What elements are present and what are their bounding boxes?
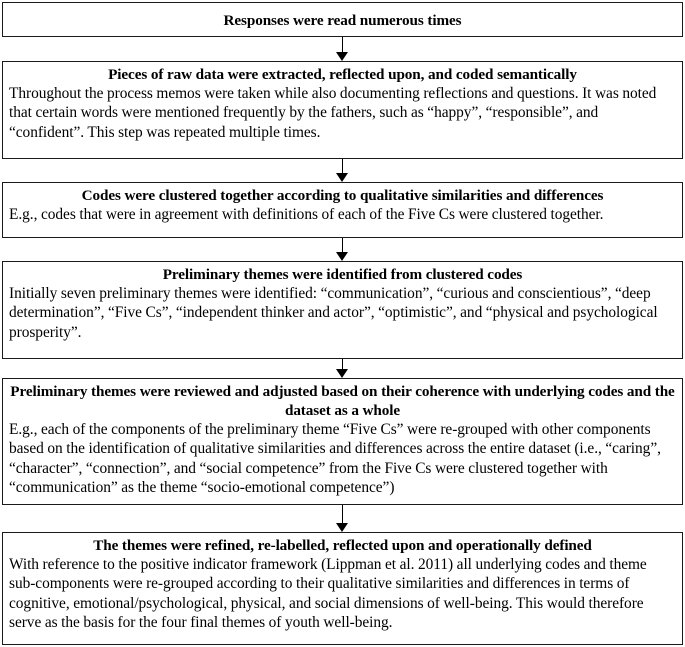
step-2-body: Throughout the process memos were taken … [9, 85, 657, 141]
arrow-shaft [342, 159, 343, 173]
down-arrow-icon-5 [335, 505, 350, 532]
flowchart-step-5: Preliminary themes were reviewed and adj… [2, 378, 683, 505]
flowchart-step-4: Preliminary themes were identified from … [2, 261, 683, 359]
arrow-head [336, 369, 348, 378]
step-3-heading: Codes were clustered together according … [81, 187, 604, 204]
arrow-shaft [342, 359, 343, 369]
step-4-body: Initially seven preliminary themes were … [9, 285, 658, 341]
arrow-head [336, 173, 348, 182]
arrow-shaft [342, 505, 343, 523]
flowchart-step-2: Pieces of raw data were extracted, refle… [2, 61, 683, 159]
step-6-body: With reference to the positive indicator… [9, 556, 647, 632]
flowchart-step-3: Codes were clustered together according … [2, 182, 683, 238]
step-3-body: E.g., codes that were in agreement with … [9, 206, 604, 223]
step-1-heading: Responses were read numerous times [223, 12, 462, 29]
step-5-body: E.g., each of the components of the prel… [9, 421, 661, 497]
flowchart-step-1: Responses were read numerous times [2, 2, 683, 37]
step-4-heading: Preliminary themes were identified from … [162, 266, 523, 283]
step-5-heading: Preliminary themes were reviewed and adj… [10, 383, 675, 419]
down-arrow-icon-1 [335, 37, 350, 61]
flowchart-step-6: The themes were refined, re-labelled, re… [2, 532, 683, 645]
down-arrow-icon-3 [335, 238, 350, 261]
step-2-heading: Pieces of raw data were extracted, refle… [108, 66, 577, 83]
down-arrow-icon-4 [335, 359, 350, 378]
arrow-shaft [342, 238, 343, 252]
arrow-head [336, 252, 348, 261]
arrow-head [336, 52, 348, 61]
down-arrow-icon-2 [335, 159, 350, 182]
step-6-heading: The themes were refined, re-labelled, re… [93, 537, 592, 554]
arrow-shaft [342, 37, 343, 52]
arrow-head [336, 523, 348, 532]
